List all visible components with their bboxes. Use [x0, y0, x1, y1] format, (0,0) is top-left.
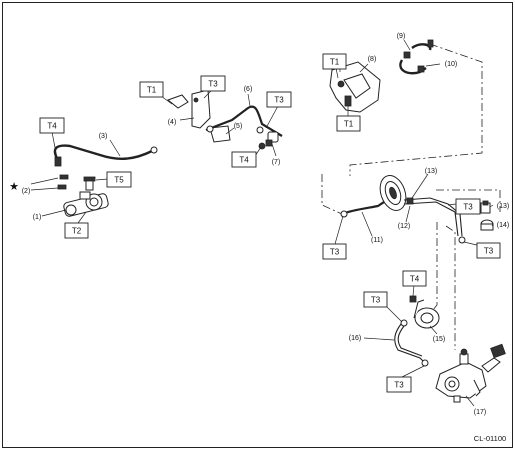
star-marker: ★ — [9, 181, 19, 193]
torque-label-t4: T4 — [47, 122, 57, 131]
pipe-flare-nut — [206, 125, 214, 133]
part-label-17: (17) — [474, 409, 486, 416]
torque-labels: T1 T3 T3 T1 T1 T4 T4 T5 T2 T3 T3 T3 T4 T… — [39, 53, 501, 393]
operating-cylinder-17 — [435, 343, 506, 403]
torque-label-t3: T3 — [394, 381, 404, 390]
pipe-to-damper — [403, 201, 459, 237]
torque-label-t4: T4 — [410, 275, 420, 284]
routing-line — [436, 189, 501, 212]
master-cylinder — [57, 174, 109, 217]
torque-box — [231, 151, 257, 168]
part-label-1: (1) — [33, 214, 42, 221]
bracket-8 — [329, 61, 381, 113]
torque-box — [363, 291, 388, 308]
part-label-5: (5) — [234, 123, 243, 130]
part-labels: (1) (2) (3) (4) (5) (6) (7) (8) (9) (10)… — [22, 33, 510, 416]
leader-lines — [30, 39, 494, 407]
torque-label-t3: T3 — [208, 80, 218, 89]
part-label-10: (10) — [445, 61, 457, 68]
hose-9-10 — [399, 39, 434, 75]
torque-label-t3: T3 — [274, 96, 284, 105]
pipe-flare-nut — [458, 236, 466, 244]
part-label-8: (8) — [368, 56, 377, 63]
figure-code: CL-01100 — [474, 434, 506, 443]
torque-label-t3: T3 — [330, 248, 340, 257]
torque-box — [455, 198, 481, 215]
pipe-flare-nut — [340, 210, 348, 218]
pipe-to-damper — [403, 197, 463, 237]
torque-label-t3: T3 — [484, 247, 494, 256]
part-label-13: (13) — [425, 168, 437, 175]
torque-label-t1: T1 — [147, 86, 157, 95]
torque-box — [476, 242, 501, 259]
torque-box — [322, 243, 347, 260]
torque-label-t2: T2 — [72, 227, 82, 236]
routing-line — [427, 222, 438, 317]
pipe-flare-nut — [421, 359, 429, 367]
flexible-hose-3 — [53, 144, 153, 161]
routing-line — [321, 174, 343, 215]
clutch-pipe-16 — [394, 323, 427, 365]
clip-13 — [406, 197, 414, 205]
part-label-16: (16) — [349, 335, 361, 342]
part-label-2: (2) — [22, 188, 31, 195]
torque-label-t1: T1 — [330, 58, 340, 67]
pipe-union-7 — [258, 131, 279, 150]
part-label-13: (13) — [497, 203, 509, 210]
part-label-12: (12) — [398, 223, 410, 230]
torque-box — [386, 376, 412, 393]
routing-line — [349, 43, 483, 176]
torque-box — [336, 115, 361, 132]
part-label-6: (6) — [244, 86, 253, 93]
torque-box — [200, 75, 226, 92]
part-label-15: (15) — [433, 336, 445, 343]
torque-label-t3: T3 — [463, 203, 473, 212]
torque-box — [266, 91, 292, 108]
torque-box — [139, 81, 164, 98]
clutch-pipe-16 — [397, 325, 423, 357]
hose-union-bolt — [54, 156, 62, 167]
torque-box — [106, 171, 132, 188]
torque-box — [402, 270, 427, 287]
clutch-pipe-11 — [341, 201, 385, 216]
torque-label-t5: T5 — [114, 176, 124, 185]
part-label-3: (3) — [99, 133, 108, 140]
bracket-15 — [409, 295, 440, 329]
torque-label-t1: T1 — [344, 120, 354, 129]
hose-fitting — [150, 146, 158, 154]
torque-box — [64, 222, 89, 239]
torque-label-t3: T3 — [371, 296, 381, 305]
bracket-12 — [379, 175, 407, 211]
part-label-4: (4) — [168, 119, 177, 126]
clutch-pipe-6 — [205, 105, 283, 137]
part-label-11: (11) — [371, 237, 383, 244]
pipe-flare-nut — [256, 126, 264, 134]
torque-label-t4: T4 — [239, 156, 249, 165]
pipe-flare-nut — [400, 319, 408, 327]
routing-line — [445, 225, 456, 350]
torque-box — [39, 117, 65, 134]
part-label-7: (7) — [272, 159, 281, 166]
damper-13-14 — [480, 200, 494, 231]
pedal-bracket — [166, 89, 231, 143]
torque-box — [322, 53, 347, 70]
part-label-14: (14) — [497, 222, 509, 229]
part-label-9: (9) — [397, 33, 406, 40]
